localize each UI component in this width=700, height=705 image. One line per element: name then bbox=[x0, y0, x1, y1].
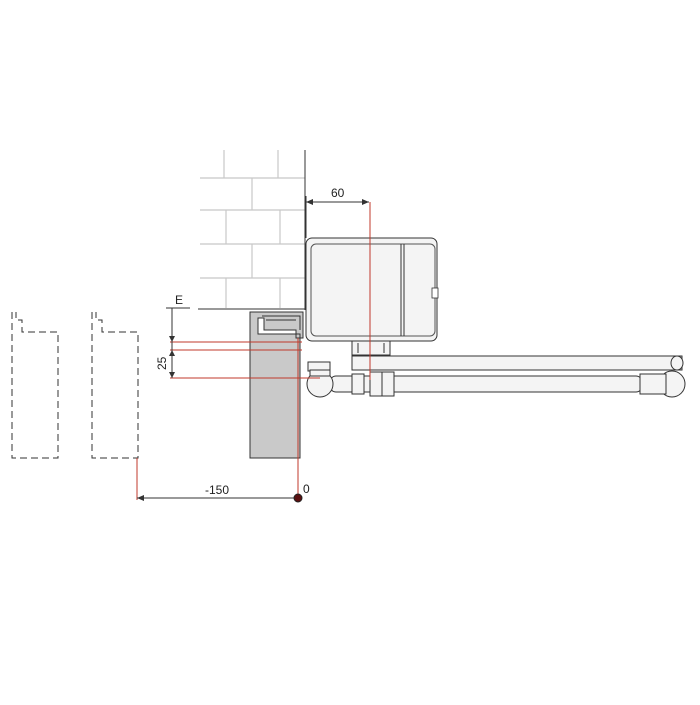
closer-arm bbox=[307, 355, 684, 372]
dimension-lines bbox=[136, 202, 371, 500]
dimension-60 bbox=[305, 196, 369, 238]
door-closer-body bbox=[305, 237, 439, 342]
label-60: 60 bbox=[331, 186, 345, 200]
door-frame-profile bbox=[249, 311, 304, 459]
label-minus-150: -150 bbox=[205, 483, 229, 497]
frame-rebate bbox=[262, 315, 301, 330]
door-leaf-middle bbox=[91, 312, 139, 459]
dimension-minus-150 bbox=[137, 495, 296, 501]
origin-marker bbox=[293, 493, 303, 503]
label-origin: 0 bbox=[303, 482, 310, 496]
label-e: E bbox=[175, 293, 183, 307]
adjustable-rod bbox=[306, 369, 686, 398]
brick-wall bbox=[200, 150, 305, 308]
door-leaf-left bbox=[11, 312, 59, 459]
dimension-25 bbox=[166, 307, 190, 378]
closer-pinion bbox=[351, 340, 391, 356]
label-25: 25 bbox=[155, 356, 169, 370]
